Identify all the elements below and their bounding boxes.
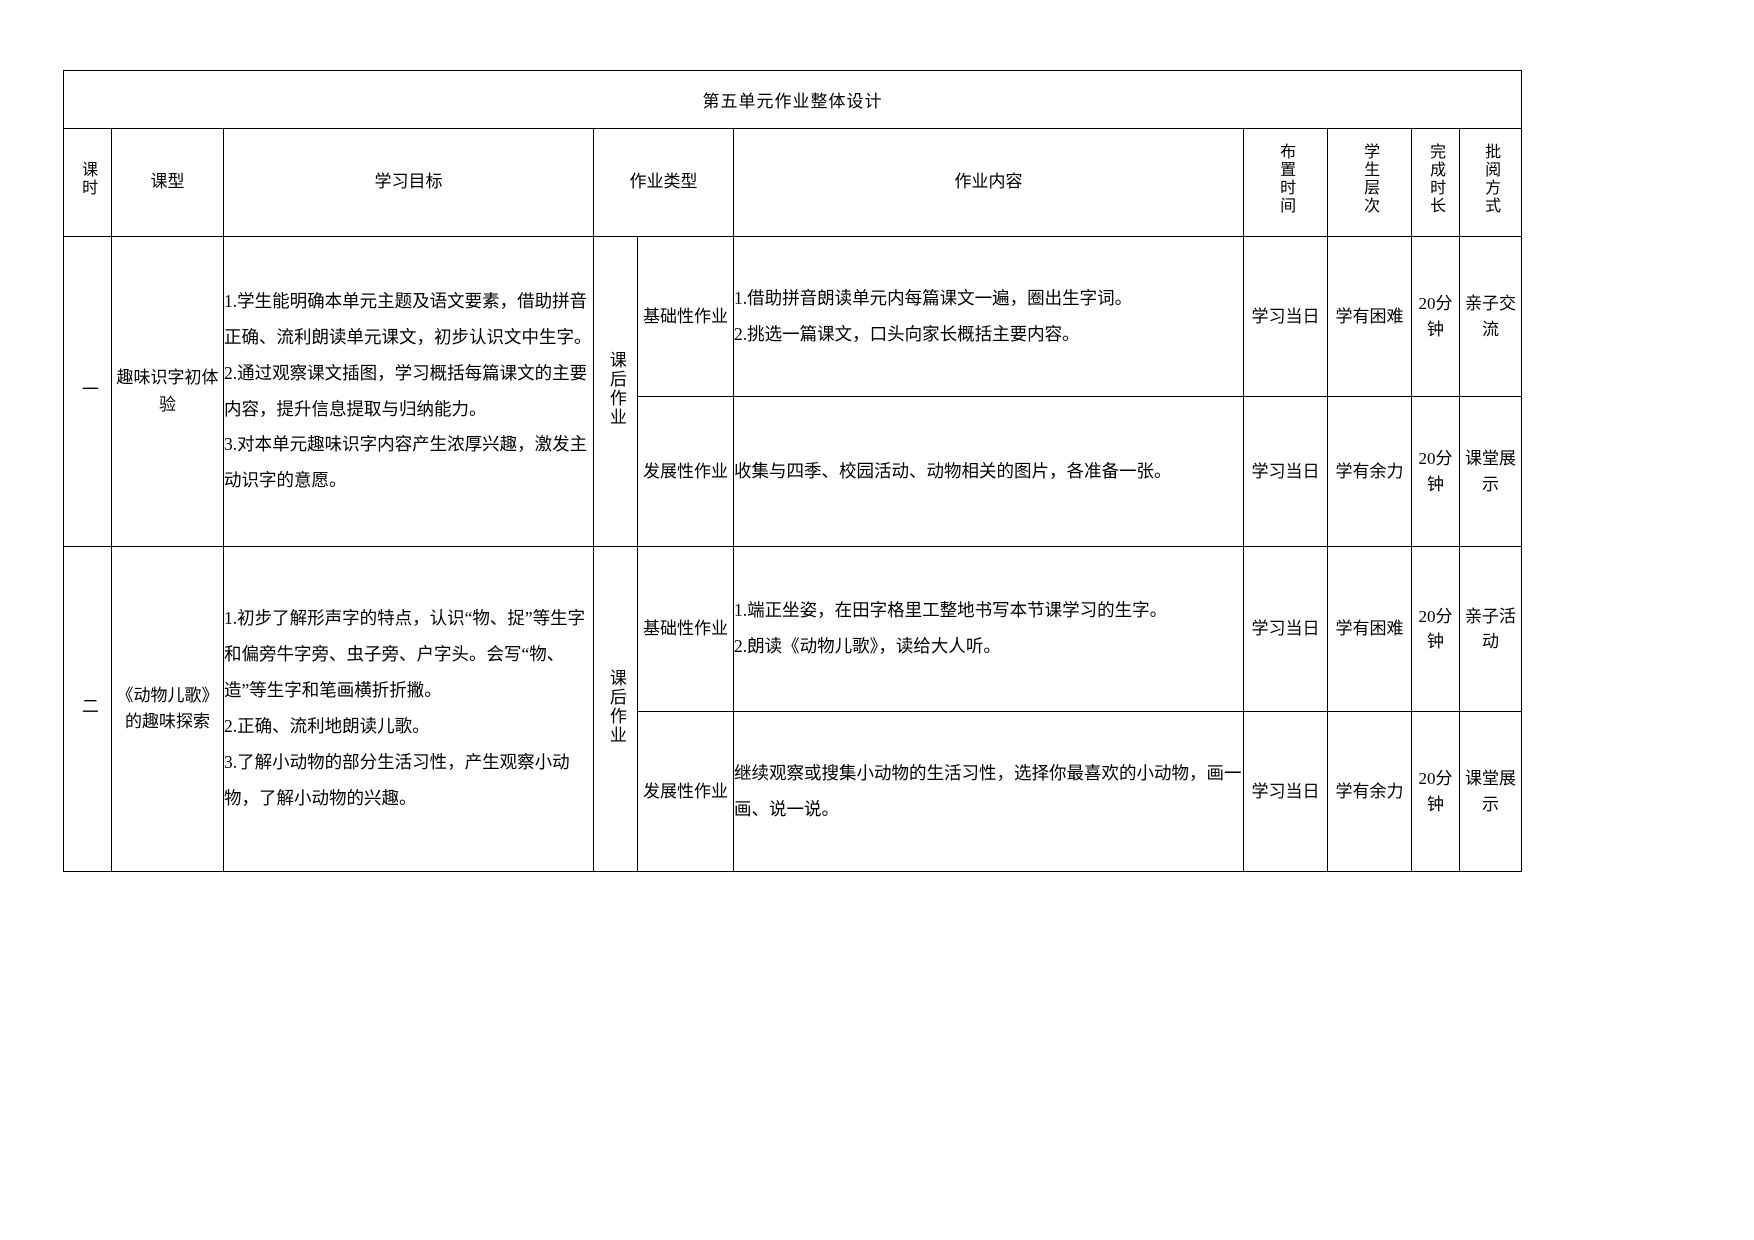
header-student-level: 学生层次 [1327,128,1412,237]
header-assignment-type: 作业类型 [593,128,734,237]
table-header-row: 课时 课型 学习目标 作业类型 作业内容 布置时间 学生层次 完成时长 批阅方式 [63,128,1523,237]
period-value-1: 一 [78,379,98,399]
objective-text: 2.通过观察课文插图，学习概括每篇课文的主要内容，提升信息提取与归纳能力。 [224,362,588,419]
table-row: 发展性作业 收集与四季、校园活动、动物相关的图片，各准备一张。 学习当日 学有余… [64,396,1523,547]
cell-assignment-content-2-1: 1.端正坐姿，在田字格里工整地书写本节课学习的生字。 2.朗读《动物儿歌》，读给… [733,546,1244,712]
cell-review-method-1-2: 课堂展示 [1458,396,1523,547]
objective-text: 2.正确、流利地朗读儿歌。 [224,716,430,736]
header-assign-time-label: 布置时间 [1277,143,1295,216]
header-lesson-period-label: 课时 [79,161,97,198]
period-value-2: 二 [78,697,98,716]
cell-assignment-type-1-2: 发展性作业 [637,396,734,547]
cell-assign-time-2-1: 学习当日 [1243,546,1328,712]
cell-student-level-1-1: 学有困难 [1327,236,1412,397]
header-duration-label: 完成时长 [1427,143,1445,216]
cell-period-1: 一 [63,236,112,547]
cell-duration-1-2: 20分钟 [1411,396,1460,547]
cell-assignment-content-2-2: 继续观察或搜集小动物的生活习性，选择你最喜欢的小动物，画一画、说一说。 [733,711,1244,872]
cell-assign-time-1-1: 学习当日 [1243,236,1328,397]
cell-duration-1-1: 20分钟 [1411,236,1460,397]
content-text: 2.朗读《动物儿歌》，读给大人听。 [734,636,1001,656]
header-lesson-type: 课型 [111,128,224,237]
objective-text: 3.对本单元趣味识字内容产生浓厚兴趣，激发主动识字的意愿。 [224,434,588,491]
cell-assignment-content-1-2: 收集与四季、校园活动、动物相关的图片，各准备一张。 [733,396,1244,547]
cell-assignment-type-1-1: 基础性作业 [637,236,734,397]
page-title: 第五单元作业整体设计 [62,70,1523,129]
cell-review-method-2-2: 课堂展示 [1458,711,1523,872]
header-duration: 完成时长 [1411,128,1460,237]
objective-text: 3.了解小动物的部分生活习性，产生观察小动物，了解小动物的兴趣。 [224,751,570,808]
header-review-method: 批阅方式 [1458,128,1523,237]
content-text: 2.挑选一篇课文，口头向家长概括主要内容。 [734,323,1080,344]
content-text: 继续观察或搜集小动物的生活习性，选择你最喜欢的小动物，画一画、说一说。 [734,762,1242,819]
table-row: 一 趣味识字初体验 1.学生能明确本单元主题及语文要素，借助拼音正确、流利朗读单… [63,236,1523,547]
cell-duration-2-2: 20分钟 [1411,711,1460,872]
table-row: 发展性作业 继续观察或搜集小动物的生活习性，选择你最喜欢的小动物，画一画、说一说… [64,711,1523,872]
cell-assignment-type-2-2: 发展性作业 [637,711,734,872]
header-student-level-label: 学生层次 [1361,143,1379,216]
content-text: 收集与四季、校园活动、动物相关的图片，各准备一张。 [734,460,1172,481]
header-review-method-label: 批阅方式 [1482,143,1500,216]
header-assignment-content: 作业内容 [733,128,1244,237]
group-label-value-1: 课后作业 [606,351,626,427]
content-text: 1.借助拼音朗读单元内每篇课文一遍，圈出生字词。 [734,287,1133,308]
cell-student-level-1-2: 学有余力 [1327,396,1412,547]
cell-objectives-2: 1.初步了解形声字的特点，认识“物、捉”等生字和偏旁牛字旁、虫子旁、户字头。会写… [223,546,594,872]
cell-period-2: 二 [63,546,112,872]
cell-assign-time-2-2: 学习当日 [1243,711,1328,872]
objective-text: 1.学生能明确本单元主题及语文要素，借助拼音正确、流利朗读单元课文，初步认识文中… [224,290,592,347]
header-learning-objectives: 学习目标 [223,128,594,237]
header-lesson-period: 课时 [63,128,112,237]
cell-assign-time-1-2: 学习当日 [1243,396,1328,547]
cell-review-method-1-1: 亲子交流 [1458,236,1523,397]
header-assign-time: 布置时间 [1243,128,1328,237]
table-row: 二 《动物儿歌》的趣味探索 1.初步了解形声字的特点，认识“物、捉”等生字和偏旁… [63,546,1523,872]
cell-objectives-1: 1.学生能明确本单元主题及语文要素，借助拼音正确、流利朗读单元课文，初步认识文中… [223,236,594,547]
content-text: 1.端正坐姿，在田字格里工整地书写本节课学习的生字。 [734,600,1168,621]
group-label-value-2: 课后作业 [606,668,626,745]
cell-group-label-2: 课后作业 [593,546,638,872]
cell-group-label-1: 课后作业 [593,236,638,547]
cell-review-method-2-1: 亲子活动 [1458,546,1523,712]
cell-student-level-2-1: 学有困难 [1327,546,1412,712]
cell-student-level-2-2: 学有余力 [1327,711,1412,872]
objective-text: 1.初步了解形声字的特点，认识“物、捉”等生字和偏旁牛字旁、虫子旁、户字头。会写… [224,608,586,701]
cell-lesson-type-1: 趣味识字初体验 [111,236,224,547]
cell-assignment-content-1-1: 1.借助拼音朗读单元内每篇课文一遍，圈出生字词。 2.挑选一篇课文，口头向家长概… [733,236,1244,397]
cell-lesson-type-2: 《动物儿歌》的趣味探索 [111,546,224,872]
table-title-row: 第五单元作业整体设计 [62,70,1523,129]
cell-assignment-type-2-1: 基础性作业 [637,546,734,712]
cell-duration-2-1: 20分钟 [1411,546,1460,712]
assignment-design-table: 第五单元作业整体设计 课时 课型 学习目标 作业类型 作业内容 布置时间 学生层… [62,70,1523,872]
